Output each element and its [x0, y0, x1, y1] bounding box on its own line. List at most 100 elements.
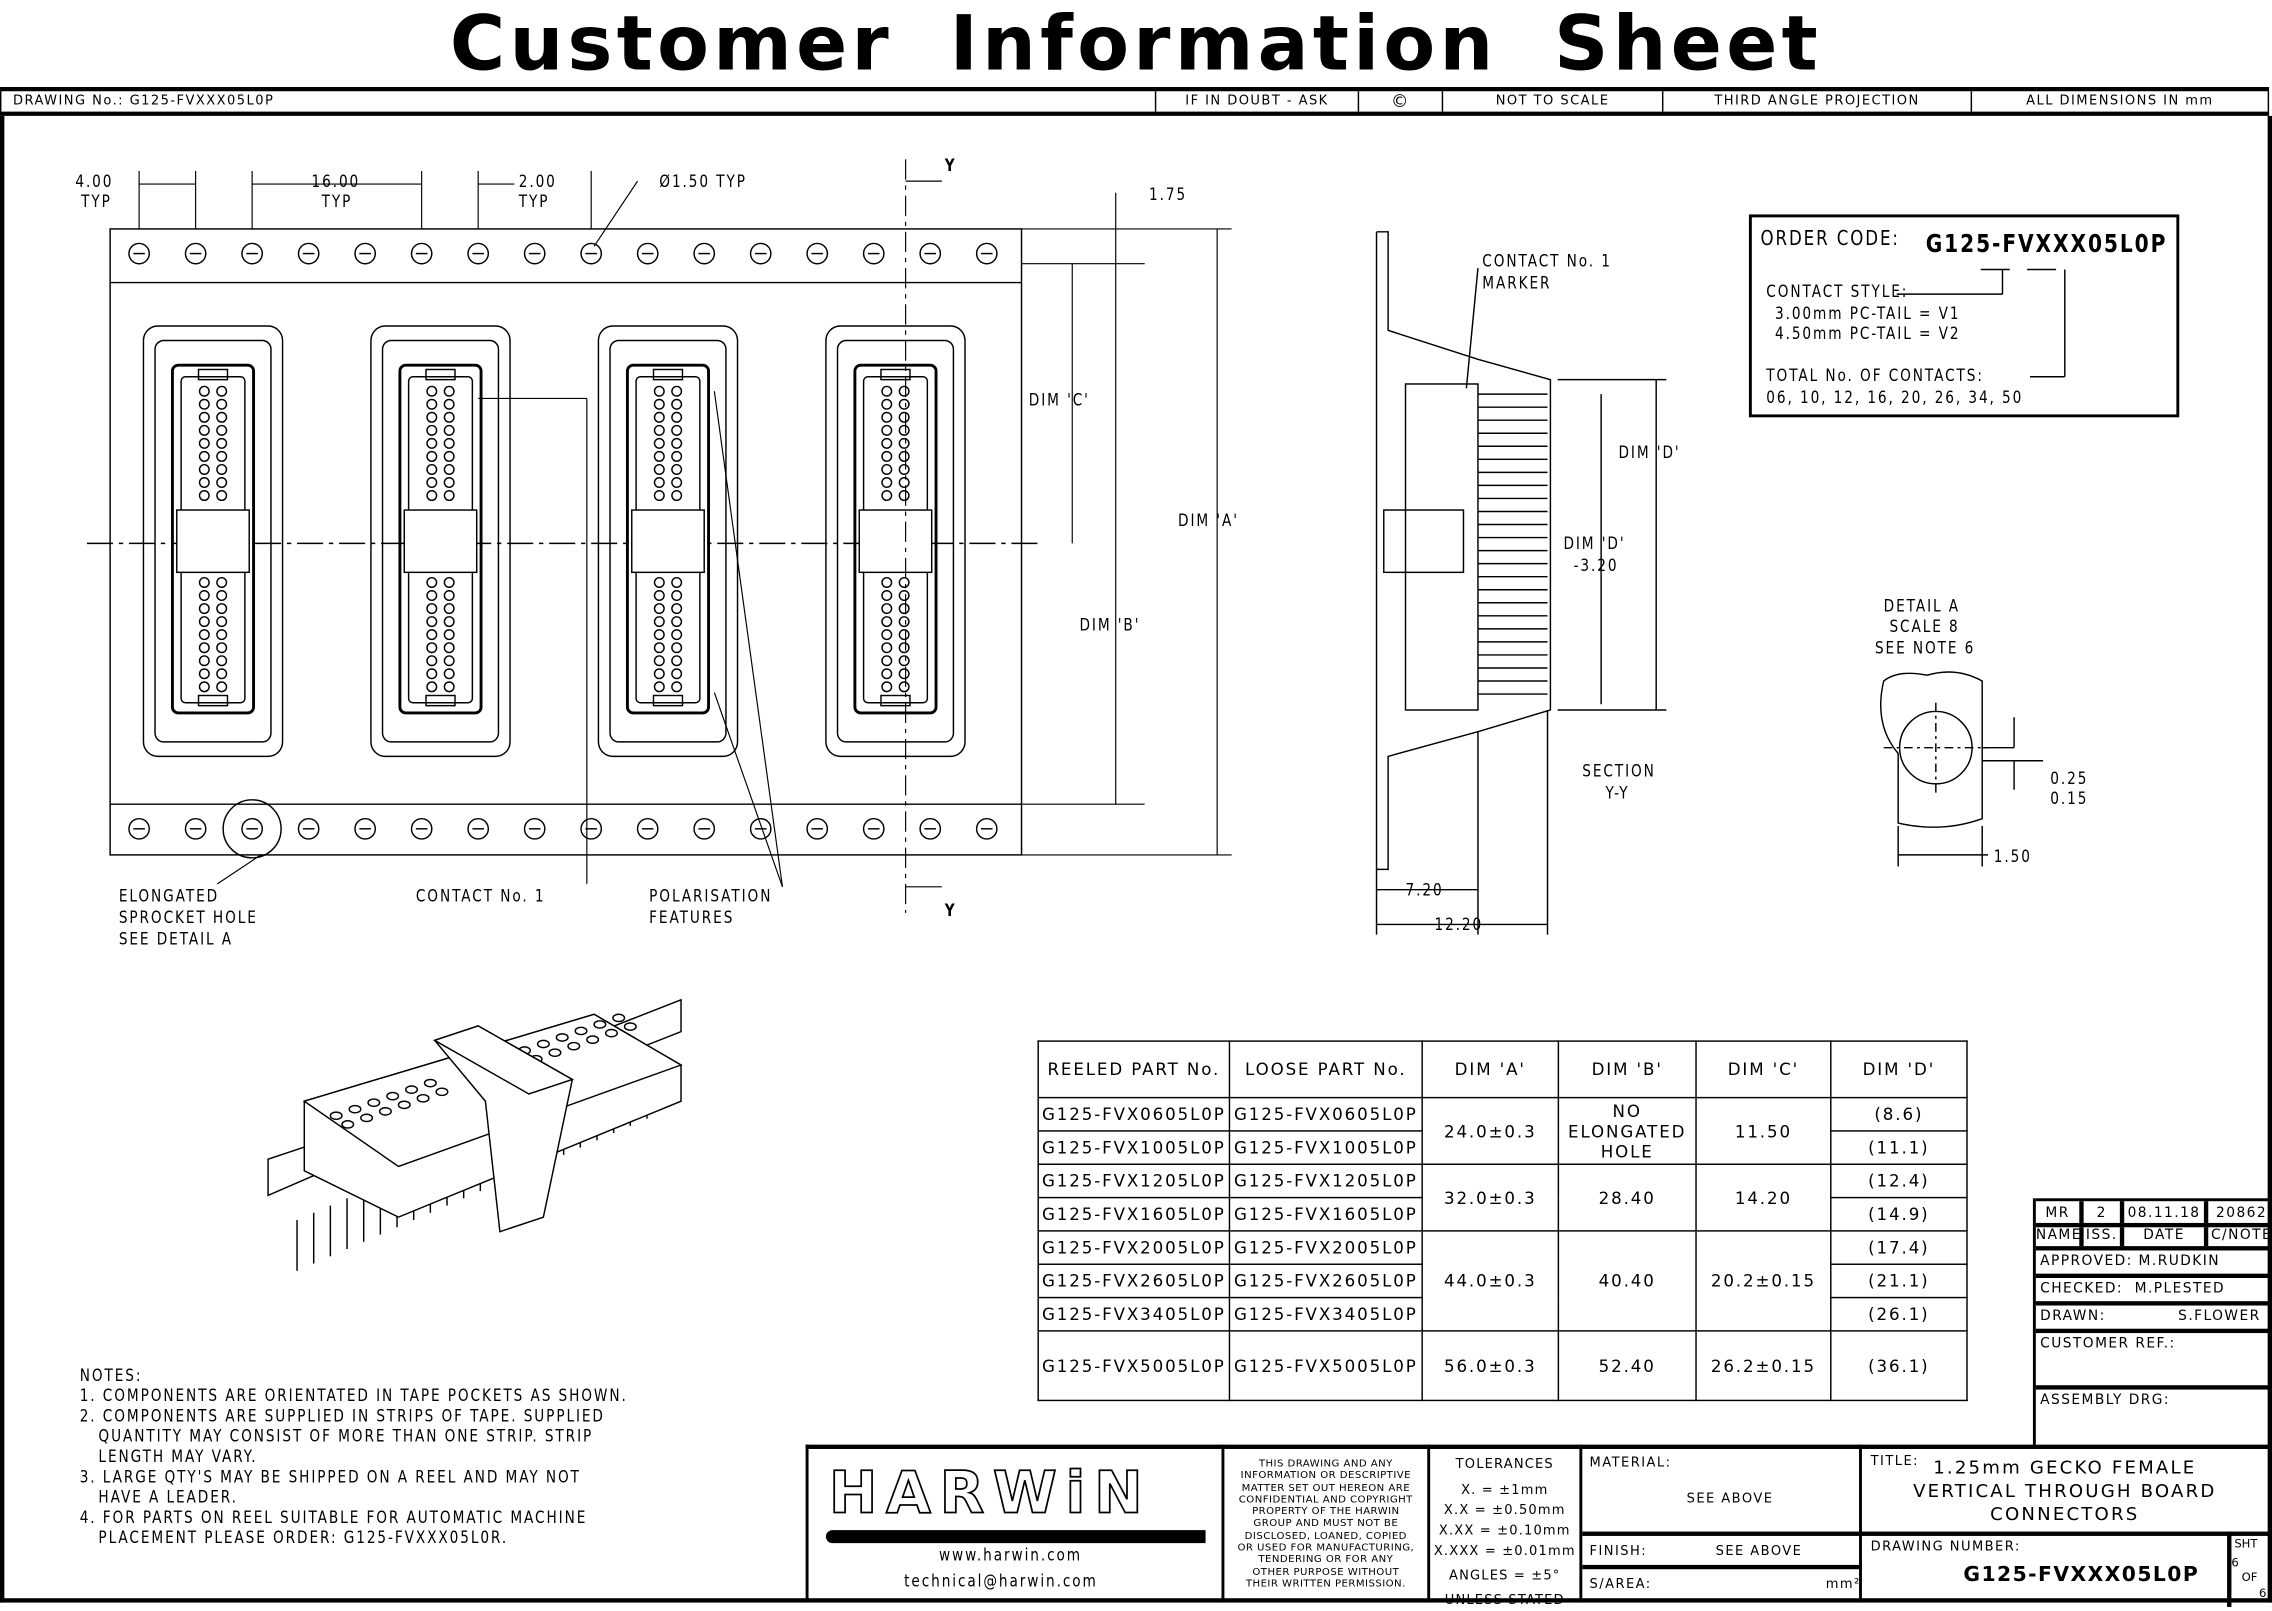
sprocket-hole	[467, 817, 490, 840]
contact-pin	[671, 603, 683, 615]
contact-pin	[426, 629, 438, 641]
rev-cnote: 20862	[2216, 1205, 2268, 1222]
drawn-field: DRAWN: S.FLOWER	[2035, 1306, 2272, 1334]
contact-pin	[443, 603, 455, 615]
contact-pin	[198, 576, 210, 588]
dim-d-value: (8.6)	[1830, 1096, 1968, 1132]
section-marker-top: Y	[944, 155, 957, 176]
sprocket-hole	[128, 242, 150, 265]
contact-pin	[653, 424, 665, 436]
website-link[interactable]: www.harwin.com	[938, 1544, 1082, 1565]
drawing-title: 1.25mm GECKO FEMALE VERTICAL THROUGH BOA…	[1891, 1456, 2239, 1526]
contact-pin	[653, 616, 665, 628]
contact-pin	[198, 490, 210, 502]
contact-pin	[671, 411, 683, 423]
dim-b-value: 28.40	[1557, 1163, 1697, 1232]
note-line: PLACEMENT PLEASE ORDER: G125-FVXXX05L0R.	[79, 1527, 509, 1548]
contact-pin	[216, 477, 228, 489]
rev-name: MR	[2036, 1201, 2084, 1223]
connector-pocket-inner	[154, 339, 272, 743]
edge-dim-label: 1.75	[1149, 184, 1188, 205]
iso-contact	[386, 1091, 400, 1101]
contact-pin	[216, 463, 228, 475]
contact-pin	[653, 437, 665, 449]
elongated-label-1: ELONGATED	[118, 885, 220, 906]
dim-c-value: 20.2±0.15	[1695, 1230, 1832, 1332]
table-row: G125-FVX5005L0P G125-FVX5005L0P 56.0±0.3…	[1037, 1330, 1968, 1402]
leader-line	[713, 692, 783, 887]
dim-b-value: 52.40	[1557, 1330, 1697, 1402]
contact-pin	[671, 450, 683, 462]
sprocket-hole	[806, 242, 829, 265]
contact-pin	[653, 398, 665, 410]
drawn-value: S.FLOWER	[2178, 1308, 2261, 1325]
contact-pin	[671, 616, 683, 628]
sprocket-hole	[297, 242, 320, 265]
dim-1220-label: 12.20	[1434, 914, 1484, 935]
contact-pin	[198, 450, 210, 462]
contact-pin	[653, 629, 665, 641]
contact-pin	[653, 642, 665, 654]
elongated-label-2: SPROCKET HOLE	[118, 907, 258, 928]
contact-pin	[898, 590, 910, 602]
pitch-2-label: 2.00	[518, 170, 557, 192]
email-link[interactable]: technical@harwin.com	[904, 1570, 1098, 1591]
contact-pin	[443, 590, 455, 602]
confidential-line: GROUP AND MUST NOT BE	[1253, 1517, 1399, 1530]
table-row: G125-FVX0605L0P G125-FVX0605L0P 24.0±0.3…	[1037, 1096, 1968, 1165]
contact-pin	[881, 655, 893, 667]
title-line: 1.25mm GECKO FEMALE	[1933, 1456, 2197, 1478]
connector-clip	[858, 509, 933, 574]
detail-tol-lower: 0.15	[2050, 788, 2089, 809]
dim-a-value: 32.0±0.3	[1421, 1163, 1560, 1232]
contact-pin	[671, 681, 683, 693]
contact-pin	[216, 655, 228, 667]
note-line: QUANTITY MAY CONSIST OF MORE THAN ONE ST…	[79, 1425, 594, 1447]
header-dim-a: DIM 'A'	[1421, 1040, 1560, 1099]
contact-pin	[198, 642, 210, 654]
dim-d-value: (21.1)	[1830, 1263, 1968, 1299]
material-value: SEE ABOVE	[1686, 1492, 1774, 1507]
contact-pin	[881, 629, 893, 641]
reeled-part: G125-FVX3405L0P	[1037, 1296, 1231, 1332]
contact-pin	[898, 490, 910, 502]
contact-pin	[426, 576, 438, 588]
reeled-part: G125-FVX1605L0P	[1037, 1196, 1231, 1232]
polarisation-label-1: POLARISATION	[649, 885, 773, 906]
connector-clip	[631, 509, 705, 574]
sprocket-hole	[241, 817, 263, 840]
sprocket-hole	[975, 817, 998, 840]
drawn-label: DRAWN:	[2040, 1308, 2106, 1325]
tolerance-line: X.X = ±0.50mm	[1443, 1504, 1566, 1519]
contact-pin	[426, 398, 438, 410]
contact-pin	[881, 385, 893, 397]
sheet-of: OF	[2241, 1570, 2258, 1584]
contact-pin	[653, 603, 665, 615]
contact-pin	[443, 629, 455, 641]
confidential-line: THIS DRAWING AND ANY	[1258, 1457, 1393, 1470]
sprocket-hole	[636, 242, 659, 265]
contact-pin	[653, 463, 665, 475]
connector-body	[853, 363, 938, 715]
confidential-line: MATTER SET OUT HEREON ARE	[1241, 1481, 1411, 1494]
contact-pin	[653, 385, 665, 397]
contact-pin	[426, 463, 438, 475]
contacts-options: 06, 10, 12, 16, 20, 26, 34, 50	[1766, 386, 2024, 408]
rev-header-cnote: C/NOTE	[2210, 1227, 2272, 1244]
dim-c-value: 14.20	[1695, 1163, 1832, 1232]
sprocket-hole	[354, 242, 377, 265]
hole-diameter-label: Ø1.50 TYP	[659, 170, 747, 192]
iso-contact	[341, 1120, 355, 1129]
contact-pin	[198, 424, 210, 436]
loose-part: G125-FVX3405L0P	[1228, 1296, 1423, 1332]
contact-pin	[898, 477, 910, 489]
iso-contact	[435, 1087, 449, 1097]
contact-pin	[653, 668, 665, 680]
dim-d-value: (12.4)	[1830, 1163, 1968, 1199]
copyright-symbol: ©	[1359, 91, 1444, 112]
contact-pin	[881, 576, 893, 588]
sprocket-hole	[862, 242, 885, 265]
elongated-label-3: SEE DETAIL A	[118, 928, 234, 950]
iso-contact	[378, 1107, 392, 1116]
pitch-4-typ: TYP	[81, 191, 112, 212]
